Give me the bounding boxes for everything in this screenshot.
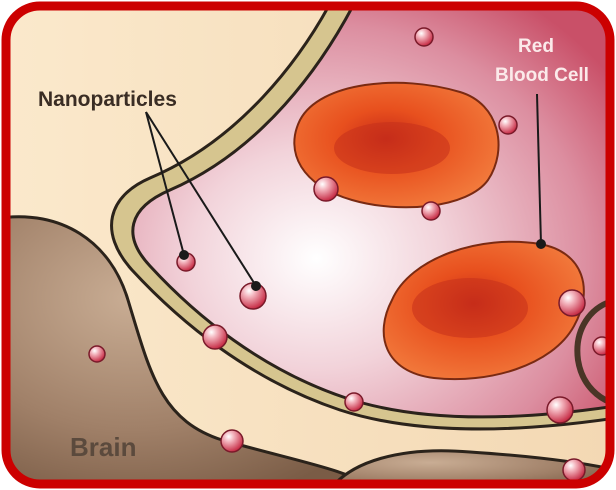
nanoparticle (314, 177, 338, 201)
nanoparticle (563, 459, 585, 481)
nanoparticle (221, 430, 243, 452)
nanoparticles-label: Nanoparticles (38, 88, 177, 112)
nanoparticle (89, 346, 105, 362)
nanoparticle (415, 28, 433, 46)
nanoparticle (499, 116, 517, 134)
red-blood-cell-label-line1: Red (466, 36, 606, 58)
brain-label: Brain (70, 432, 136, 463)
nanoparticle (422, 202, 440, 220)
nanoparticle (559, 290, 585, 316)
nanoparticle (345, 393, 363, 411)
pointer-dot (252, 282, 260, 290)
red-blood-cell-label-line2: Blood Cell (472, 65, 612, 87)
nanoparticle (203, 325, 227, 349)
pointer-dot (180, 251, 188, 259)
pointer-dot (537, 240, 545, 248)
nanoparticle (547, 397, 573, 423)
